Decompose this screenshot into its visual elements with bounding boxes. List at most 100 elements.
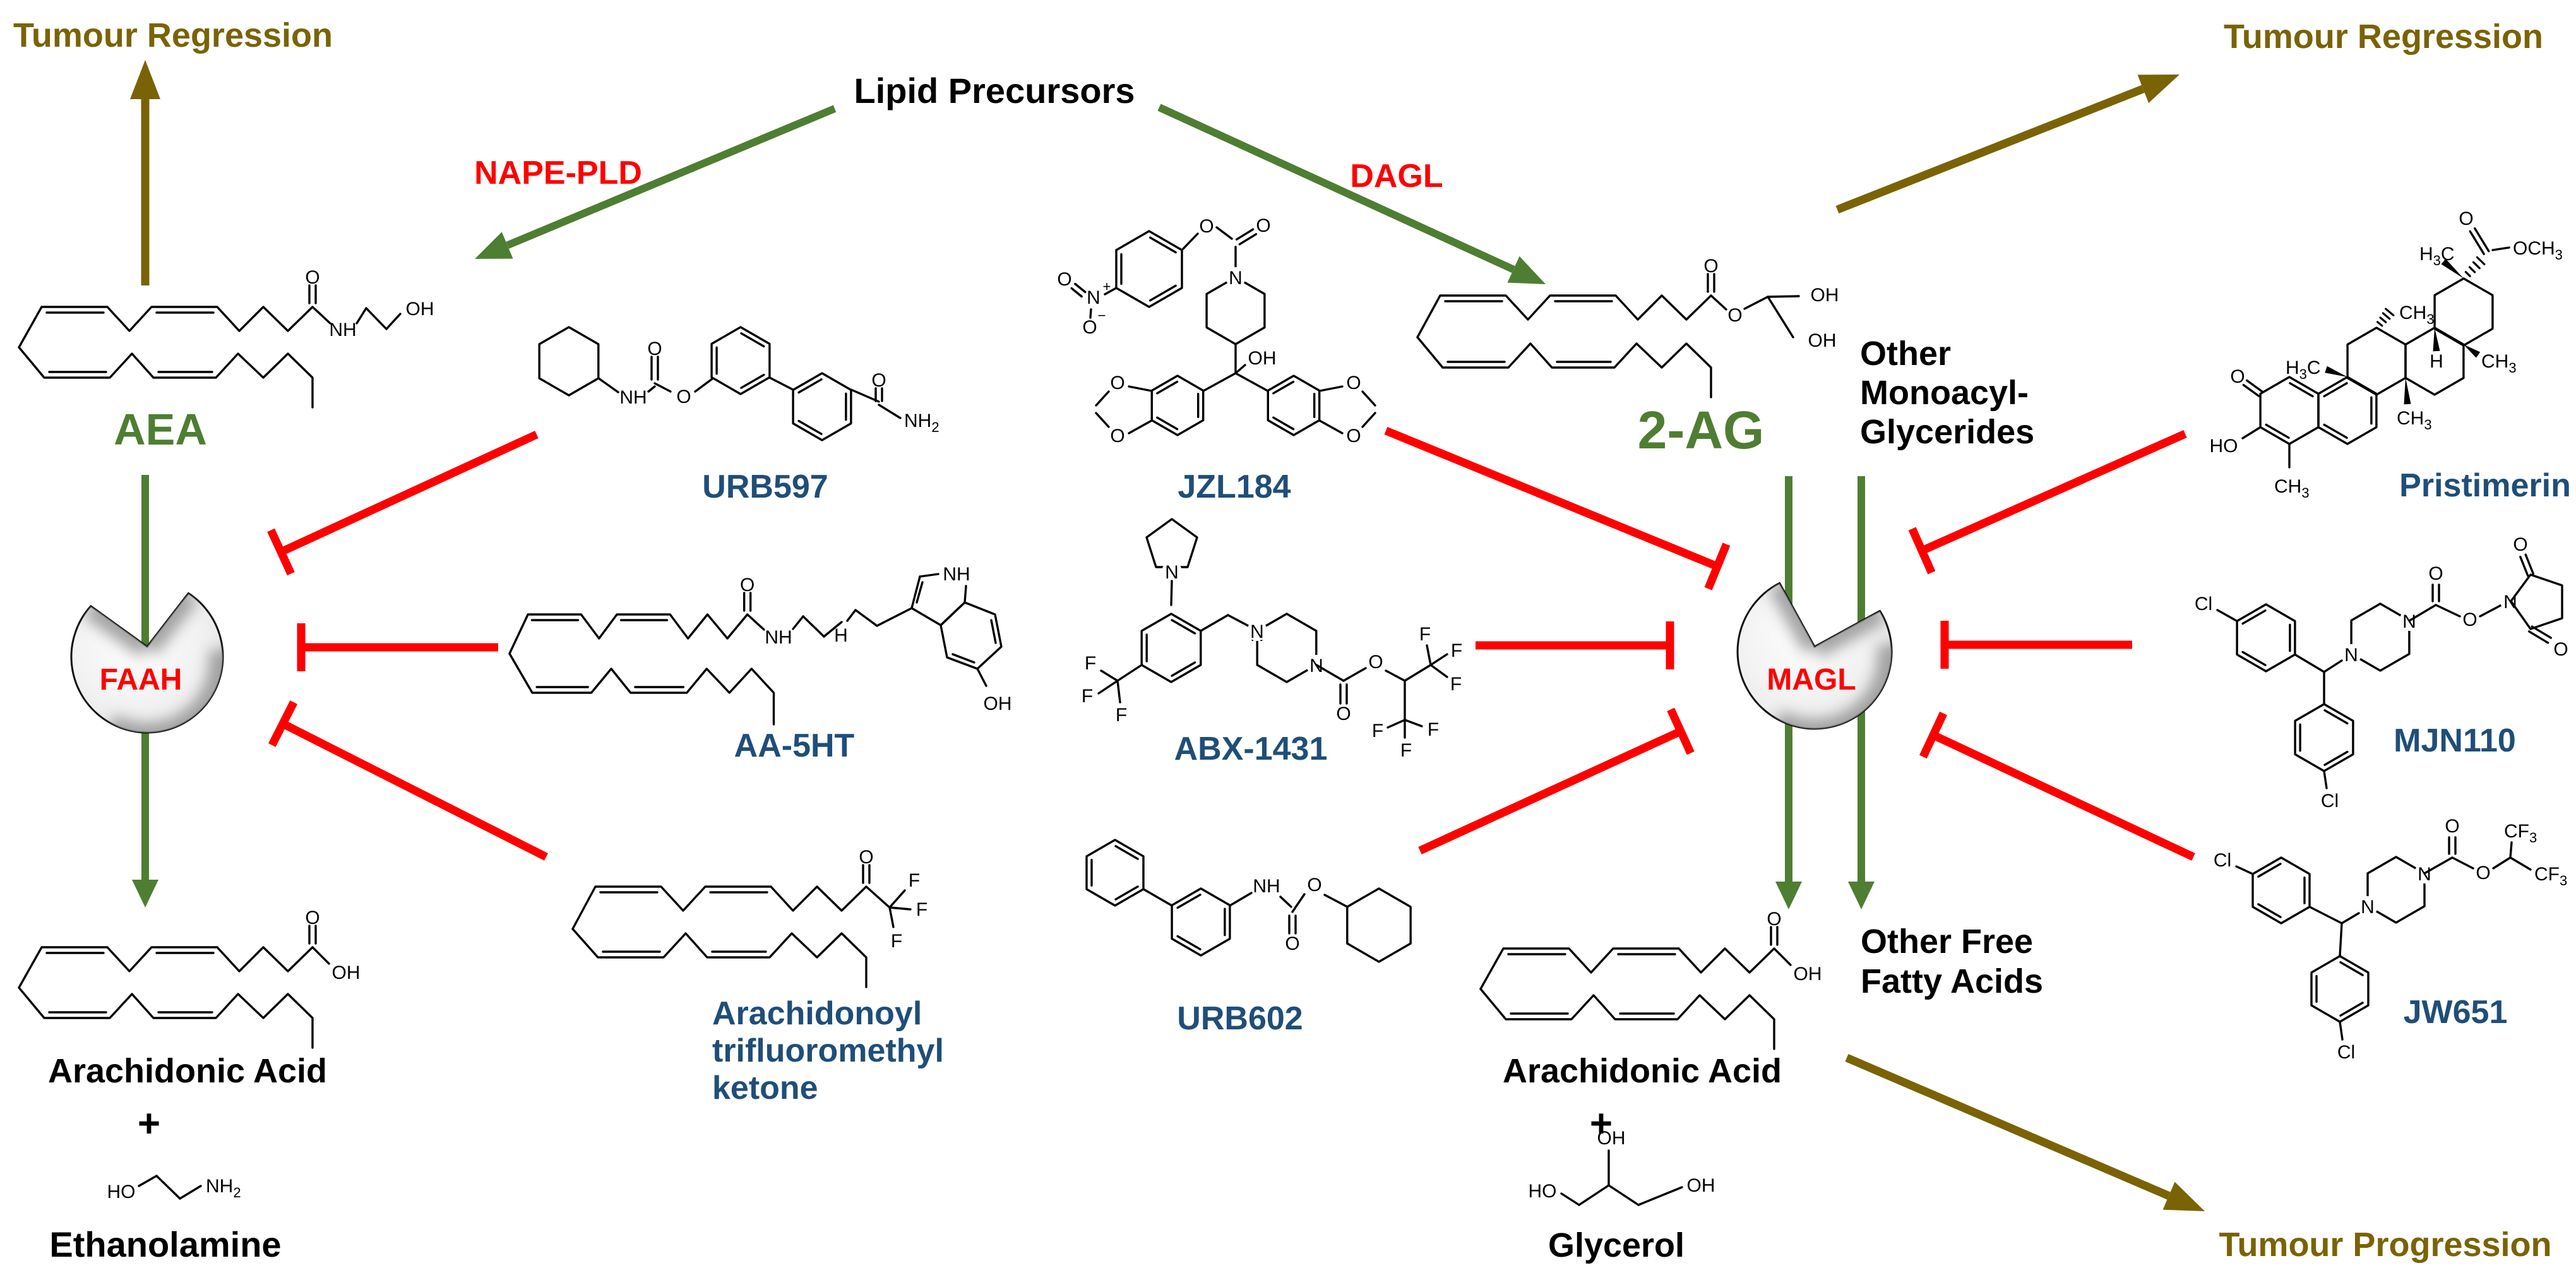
svg-text:F: F	[1400, 740, 1412, 761]
svg-text:N: N	[1165, 562, 1179, 583]
svg-text:Lipid Precursors: Lipid Precursors	[854, 71, 1135, 111]
svg-text:F: F	[1419, 624, 1431, 645]
svg-text:O: O	[1057, 269, 1071, 290]
svg-text:NAPE-PLD: NAPE-PLD	[474, 155, 642, 191]
svg-text:O: O	[871, 370, 886, 391]
svg-text:Glycerides: Glycerides	[1860, 413, 2034, 451]
svg-text:NH: NH	[765, 627, 792, 648]
svg-text:OH: OH	[1811, 285, 1839, 306]
svg-text:F: F	[1450, 674, 1462, 695]
svg-text:OH: OH	[332, 962, 361, 983]
svg-text:NH: NH	[1253, 876, 1280, 897]
svg-text:F: F	[1082, 686, 1093, 707]
svg-text:+: +	[1103, 278, 1111, 294]
svg-text:F: F	[909, 870, 920, 891]
svg-text:OCH3: OCH3	[2513, 238, 2563, 263]
svg-text:Ethanolamine: Ethanolamine	[49, 1224, 281, 1264]
svg-text:O: O	[2445, 816, 2459, 837]
svg-text:OH: OH	[406, 299, 434, 320]
svg-text:Cl: Cl	[2214, 850, 2231, 871]
svg-text:O: O	[647, 338, 662, 359]
svg-text:O: O	[2513, 534, 2527, 555]
svg-text:FAAH: FAAH	[100, 663, 182, 697]
svg-text:AA-5HT: AA-5HT	[734, 727, 855, 764]
svg-text:NH: NH	[619, 387, 647, 408]
svg-text:Pristimerin: Pristimerin	[2399, 467, 2571, 504]
svg-text:OH: OH	[1687, 1175, 1715, 1196]
svg-text:O: O	[305, 267, 319, 288]
svg-text:O: O	[2476, 863, 2490, 883]
svg-text:Glycerol: Glycerol	[1548, 1226, 1685, 1264]
svg-text:F: F	[1451, 640, 1462, 661]
svg-text:H3C: H3C	[2419, 244, 2455, 268]
svg-text:O: O	[1307, 875, 1321, 895]
svg-text:Monoacyl-: Monoacyl-	[1860, 374, 2029, 412]
svg-text:F: F	[1372, 721, 1383, 741]
svg-text:MJN110: MJN110	[2394, 722, 2516, 759]
svg-text:HO: HO	[2210, 436, 2238, 457]
svg-text:O: O	[2230, 366, 2245, 387]
svg-text:O: O	[859, 847, 873, 868]
svg-text:Cl: Cl	[2195, 594, 2212, 614]
svg-text:Arachidonic Acid: Arachidonic Acid	[48, 1052, 327, 1090]
svg-text:Tumour Progression: Tumour Progression	[2219, 1226, 2551, 1264]
svg-text:OH: OH	[1808, 330, 1837, 351]
svg-text:OH: OH	[1597, 1128, 1626, 1149]
svg-text:2-AG: 2-AG	[1638, 400, 1765, 460]
svg-text:O: O	[1346, 426, 1361, 446]
svg-text:O: O	[740, 575, 754, 596]
svg-text:F: F	[1428, 719, 1439, 740]
svg-text:OH: OH	[1248, 348, 1277, 369]
svg-text:O: O	[1346, 373, 1361, 393]
svg-text:trifluoromethyl: trifluoromethyl	[712, 1033, 944, 1069]
svg-text:Arachidonic Acid: Arachidonic Acid	[1503, 1052, 1782, 1090]
svg-text:Other: Other	[1860, 335, 1951, 373]
svg-text:N: N	[2344, 645, 2358, 666]
svg-text:F: F	[916, 899, 927, 920]
svg-text:ketone: ketone	[712, 1070, 818, 1106]
svg-text:O: O	[1110, 373, 1124, 393]
svg-text:F: F	[1085, 653, 1096, 674]
svg-text:O: O	[1336, 703, 1351, 724]
svg-text:O: O	[1767, 909, 1781, 930]
svg-text:Cl: Cl	[2337, 1042, 2355, 1063]
svg-text:URB597: URB597	[702, 469, 828, 505]
svg-text:O: O	[2459, 208, 2473, 229]
svg-text:O: O	[305, 907, 319, 928]
svg-text:F: F	[1116, 705, 1127, 726]
svg-text:NH: NH	[329, 320, 356, 340]
svg-text:DAGL: DAGL	[1350, 158, 1443, 195]
svg-text:O: O	[676, 386, 691, 407]
svg-text:Cl: Cl	[2321, 791, 2339, 811]
svg-text:H: H	[834, 625, 848, 646]
svg-text:JW651: JW651	[2404, 994, 2508, 1031]
svg-text:O: O	[1082, 317, 1097, 338]
svg-text:Arachidonoyl: Arachidonoyl	[712, 995, 922, 1032]
svg-text:O: O	[2428, 563, 2443, 584]
svg-text:CH3: CH3	[2481, 351, 2517, 376]
svg-text:O: O	[2553, 639, 2568, 660]
svg-text:ABX-1431: ABX-1431	[1174, 731, 1328, 767]
svg-text:URB602: URB602	[1177, 1000, 1303, 1037]
svg-text:O: O	[1199, 216, 1213, 237]
svg-text:O: O	[1368, 652, 1383, 673]
svg-text:Fatty Acids: Fatty Acids	[1861, 962, 2043, 1000]
svg-text:+: +	[138, 1102, 160, 1146]
svg-text:JZL184: JZL184	[1178, 469, 1291, 505]
svg-text:O: O	[1110, 426, 1124, 446]
svg-text:−: −	[1098, 308, 1106, 323]
svg-text:+: +	[1590, 1102, 1613, 1146]
svg-text:Tumour Regression: Tumour Regression	[2224, 18, 2543, 56]
svg-text:N: N	[1087, 287, 1100, 308]
svg-text:OH: OH	[984, 693, 1012, 714]
svg-text:N: N	[2361, 897, 2375, 918]
svg-text:O: O	[2462, 609, 2477, 630]
svg-text:O: O	[1727, 305, 1742, 326]
svg-text:N: N	[1250, 621, 1264, 642]
svg-text:F: F	[891, 931, 902, 952]
svg-text:H: H	[2430, 351, 2443, 372]
svg-text:AEA: AEA	[114, 405, 207, 454]
svg-text:N: N	[1229, 268, 1243, 289]
svg-text:OH: OH	[1794, 964, 1822, 985]
svg-text:O: O	[1703, 256, 1718, 277]
